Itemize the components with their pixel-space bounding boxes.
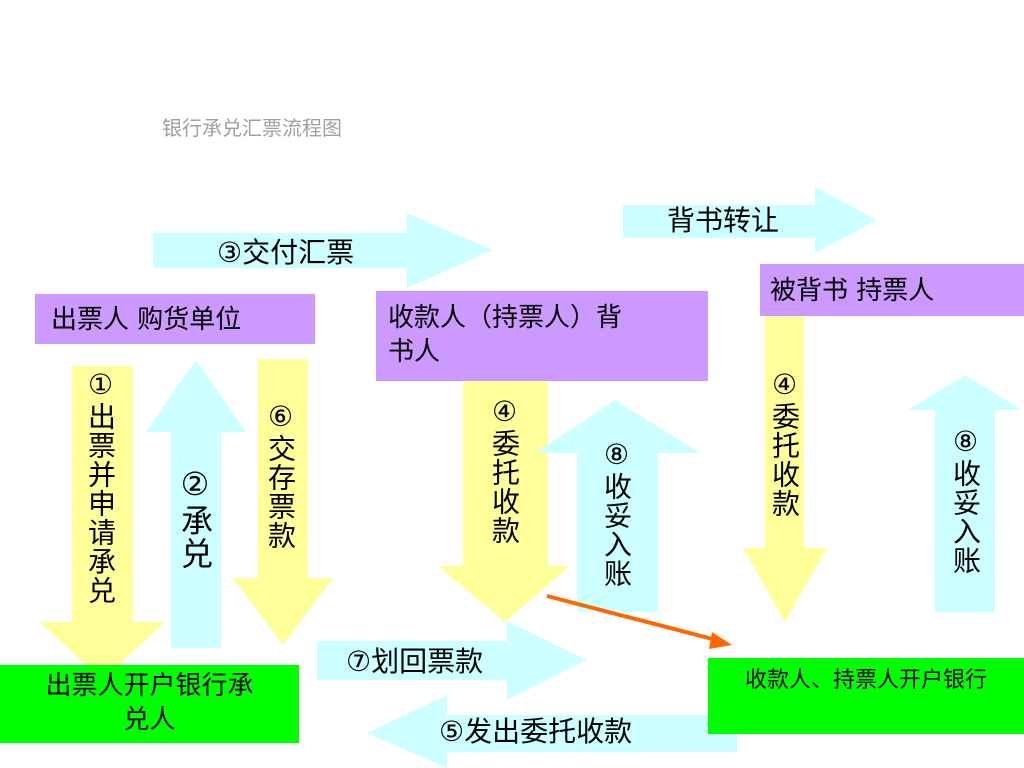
issue-apply-arrow <box>40 366 165 680</box>
orange-arrowhead <box>709 632 732 649</box>
page-title: 银行承兑汇票流程图 <box>162 116 342 140</box>
endorse-transfer-label: 背书转让 <box>667 204 780 237</box>
send-collection-arrow <box>367 695 737 768</box>
deposit-label: ⑥交存票款 <box>264 400 297 550</box>
orange-connector-line <box>546 594 725 644</box>
credit-left-label: ⑧收妥入账 <box>600 438 633 588</box>
collect-left-label: ④委托收款 <box>488 395 521 545</box>
endorsee-label: 被背书 持票人 <box>770 276 935 306</box>
credit-right-arrow <box>908 375 1022 612</box>
send-collection-label: ⑤发出委托收款 <box>439 715 633 748</box>
payee-bank-box: 收款人、持票人开户银行 <box>708 658 1024 734</box>
payee-label: 收款人（持票人）背书人 <box>388 303 623 367</box>
payee-bank-label: 收款人、持票人开户银行 <box>744 668 987 693</box>
drawer-label: 出票人 购货单位 <box>51 305 242 335</box>
drawer-box: 出票人 购货单位 <box>35 294 315 344</box>
credit-right-label: ⑧收妥入账 <box>949 425 982 575</box>
accept-arrow <box>146 360 246 648</box>
issue-apply-label: ①出票并申请承兑 <box>84 368 117 605</box>
drawer-bank-box: 出票人开户银行承兑人 <box>0 665 299 743</box>
drawer-bank-label: 出票人开户银行承兑人 <box>45 671 254 735</box>
deposit-arrow <box>233 359 333 645</box>
collect-left-arrow <box>438 368 570 622</box>
credit-left-arrow <box>535 400 700 612</box>
payee-box: 收款人（持票人）背书人 <box>376 291 708 381</box>
endorse-transfer-arrow <box>623 187 877 253</box>
remit-arrow <box>317 621 587 700</box>
accept-label: ②承兑 <box>176 465 214 570</box>
deliver-arrow <box>153 213 493 288</box>
remit-label: ⑦划回票款 <box>346 645 484 678</box>
collect-right-label: ④委托收款 <box>768 368 801 518</box>
collect-right-arrow <box>743 290 827 622</box>
deliver-label: ③交付汇票 <box>217 236 355 269</box>
endorsee-box: 被背书 持票人 <box>760 264 1024 316</box>
